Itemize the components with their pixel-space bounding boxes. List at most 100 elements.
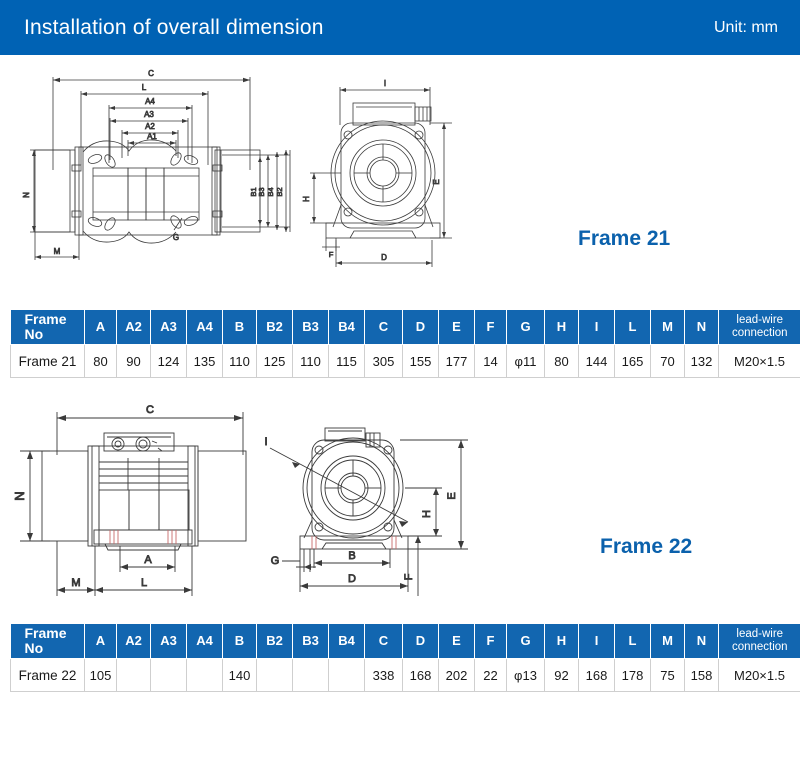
col-header-b4: B4 <box>328 310 365 345</box>
col-header-h: H <box>544 310 579 345</box>
svg-text:B4: B4 <box>266 187 275 196</box>
cell-m: 75 <box>650 658 685 692</box>
svg-text:D: D <box>348 573 356 585</box>
frame-21-section: C L A4 A3 <box>0 55 800 378</box>
svg-text:E: E <box>432 179 441 184</box>
cell-a4: 135 <box>186 344 223 378</box>
svg-text:B3: B3 <box>257 187 266 196</box>
frame-22-dimension-table: Frame No A A2 A3 A4 B B2 B3 B4 C D E F G… <box>10 624 800 692</box>
cell-c: 305 <box>364 344 403 378</box>
cell-lead-wire: M20×1.5 <box>718 658 800 692</box>
svg-text:D: D <box>381 253 387 262</box>
col-header-l: L <box>614 624 651 659</box>
svg-text:N: N <box>12 491 27 500</box>
col-header-a: A <box>84 310 117 345</box>
cell-h: 92 <box>544 658 579 692</box>
cell-b2 <box>256 658 293 692</box>
frame-22-drawing-area: C <box>0 400 800 620</box>
lead-wire-line-2: connection <box>731 641 788 653</box>
col-header-m: M <box>650 310 685 345</box>
cell-n: 132 <box>684 344 719 378</box>
frame-21-table-wrap: Frame No A A2 A3 A4 B B2 B3 B4 C D E F G… <box>0 310 800 378</box>
svg-text:C: C <box>146 404 154 416</box>
cell-b3: 110 <box>292 344 329 378</box>
cell-a: 105 <box>84 658 117 692</box>
cell-l: 178 <box>614 658 651 692</box>
cell-g: φ11 <box>506 344 545 378</box>
frame-21-dimension-table: Frame No A A2 A3 A4 B B2 B3 B4 C D E F G… <box>10 310 800 378</box>
col-header-c: C <box>364 624 403 659</box>
col-header-f: F <box>474 624 507 659</box>
cell-e: 202 <box>438 658 475 692</box>
frame-22-section: C <box>0 400 800 692</box>
frame-22-technical-drawing: C <box>12 404 468 596</box>
table-header-row: Frame No A A2 A3 A4 B B2 B3 B4 C D E F G… <box>10 310 800 345</box>
cell-f: 14 <box>474 344 507 378</box>
cell-a3 <box>150 658 187 692</box>
svg-text:H: H <box>302 196 311 202</box>
unit-label: Unit: mm <box>714 18 778 36</box>
svg-text:A4: A4 <box>145 97 155 106</box>
svg-text:G: G <box>271 555 280 567</box>
svg-text:L: L <box>142 83 147 92</box>
col-header-i: I <box>578 624 615 659</box>
col-header-b3: B3 <box>292 624 329 659</box>
cell-b: 110 <box>222 344 257 378</box>
svg-text:M: M <box>71 577 80 589</box>
frame-21-technical-drawing: C L A4 A3 <box>22 69 452 267</box>
cell-e: 177 <box>438 344 475 378</box>
frame-22-table-wrap: Frame No A A2 A3 A4 B B2 B3 B4 C D E F G… <box>0 624 800 692</box>
cell-b3 <box>292 658 329 692</box>
cell-c: 338 <box>364 658 403 692</box>
svg-text:B: B <box>348 550 355 562</box>
frame-21-drawing-area: C L A4 A3 <box>0 55 800 300</box>
svg-text:N: N <box>22 192 31 198</box>
frame-21-label: Frame 21 <box>578 227 671 250</box>
svg-text:A1: A1 <box>147 132 157 141</box>
col-header-b4: B4 <box>328 624 365 659</box>
col-header-a4: A4 <box>186 624 223 659</box>
cell-a2: 90 <box>116 344 151 378</box>
lead-wire-line-2: connection <box>731 327 788 339</box>
cell-d: 155 <box>402 344 439 378</box>
svg-text:A3: A3 <box>144 110 154 119</box>
svg-text:L: L <box>141 577 147 589</box>
cell-n: 158 <box>684 658 719 692</box>
svg-text:I: I <box>384 79 386 88</box>
cell-lead-wire: M20×1.5 <box>718 344 800 378</box>
page-title: Installation of overall dimension <box>24 15 324 39</box>
col-header-i: I <box>578 310 615 345</box>
col-header-e: E <box>438 310 475 345</box>
page-header: Installation of overall dimension Unit: … <box>0 0 800 55</box>
svg-text:A2: A2 <box>145 122 155 131</box>
cell-f: 22 <box>474 658 507 692</box>
cell-a3: 124 <box>150 344 187 378</box>
cell-b4: 115 <box>328 344 365 378</box>
table-row: Frame 21 80 90 124 135 110 125 110 115 3… <box>10 344 800 378</box>
cell-d: 168 <box>402 658 439 692</box>
cell-a2 <box>116 658 151 692</box>
col-header-f: F <box>474 310 507 345</box>
cell-i: 168 <box>578 658 615 692</box>
col-header-a2: A2 <box>116 624 151 659</box>
col-header-n: N <box>684 624 719 659</box>
cell-l: 165 <box>614 344 651 378</box>
svg-text:G: G <box>173 233 179 242</box>
cell-a: 80 <box>84 344 117 378</box>
svg-text:C: C <box>148 69 154 78</box>
col-header-n: N <box>684 310 719 345</box>
col-header-lead-wire-connection: lead-wire connection <box>718 624 800 659</box>
svg-text:H: H <box>421 510 433 518</box>
svg-text:F: F <box>403 573 415 580</box>
col-header-a3: A3 <box>150 310 187 345</box>
cell-a4 <box>186 658 223 692</box>
lead-wire-line-1: lead-wire <box>736 313 784 326</box>
col-header-frame-no: Frame No <box>10 310 85 345</box>
svg-text:B1: B1 <box>249 187 258 196</box>
col-header-g: G <box>506 624 545 659</box>
col-header-a: A <box>84 624 117 659</box>
col-header-b3: B3 <box>292 310 329 345</box>
cell-b4 <box>328 658 365 692</box>
cell-b2: 125 <box>256 344 293 378</box>
col-header-d: D <box>402 624 439 659</box>
